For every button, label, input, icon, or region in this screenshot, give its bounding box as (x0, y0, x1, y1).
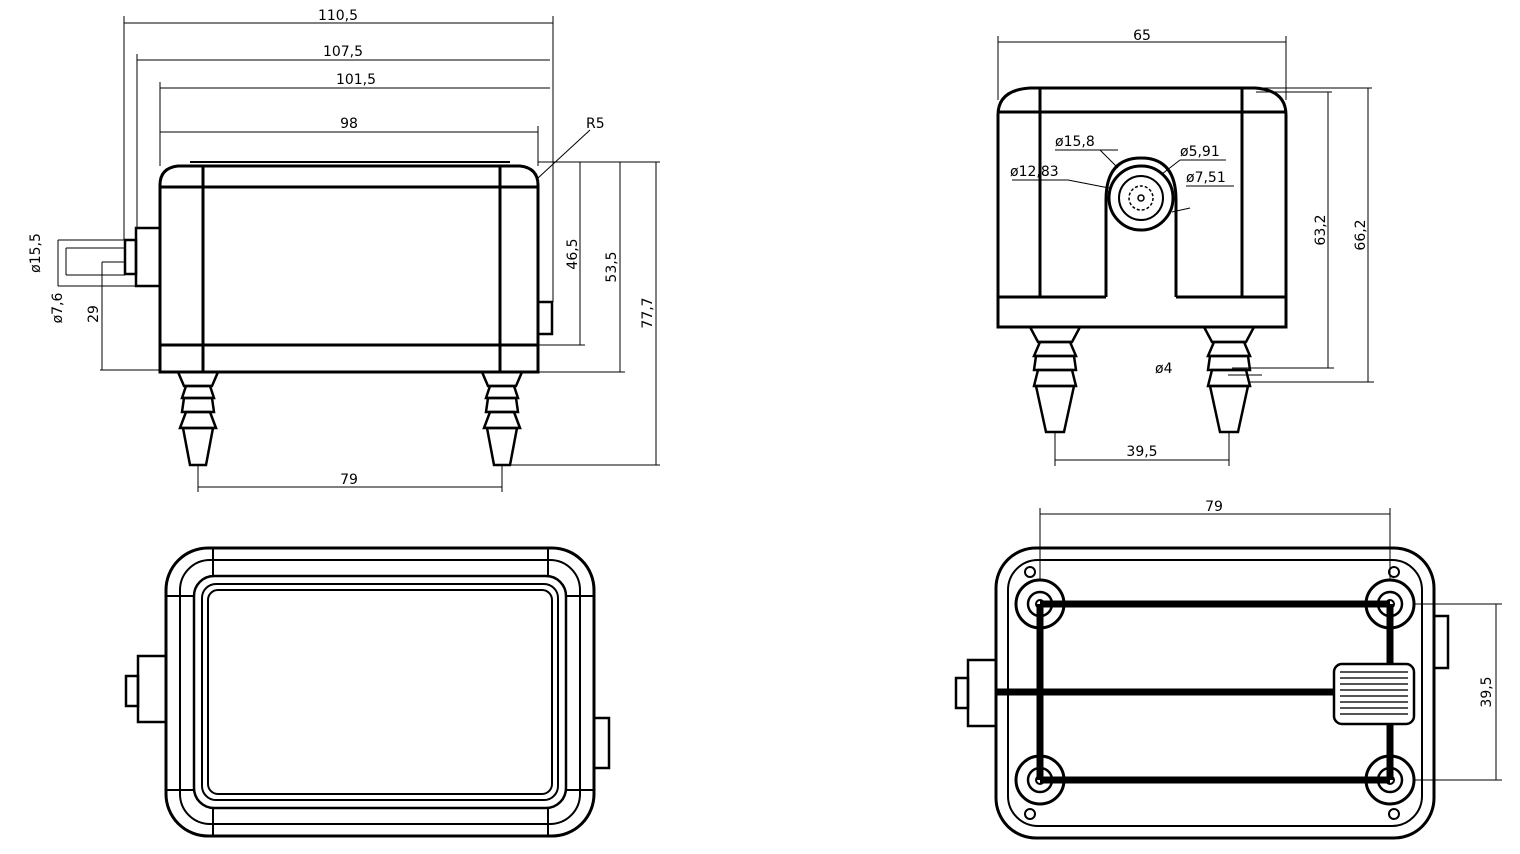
dim-side-dia-c: ø12,83 (1010, 164, 1059, 180)
dim-height-with-base: 53,5 (604, 251, 620, 282)
top-view (124, 546, 611, 838)
dim-side-height-body: 63,2 (1313, 214, 1329, 245)
front-view-body (158, 161, 540, 374)
dim-corner-radius: R5 (586, 116, 605, 132)
bottom-view-ribs (996, 600, 1394, 784)
front-view-legs (176, 370, 524, 467)
dim-bottom-height-spacing: 39,5 (1479, 676, 1495, 707)
side-view: 65 63,2 66,2 ø15,8 ø5,91 ø12,83 ø7,51 ø4… (996, 28, 1374, 466)
bottom-view: 79 39,5 (954, 499, 1502, 840)
front-view-dimension-lines (57, 16, 660, 492)
dim-body-length: 98 (340, 116, 358, 132)
dim-side-dia-b: ø5,91 (1180, 144, 1220, 160)
bottom-view-label-plate (1332, 662, 1416, 726)
dim-overall-length: 110,5 (318, 8, 358, 24)
dim-side-dia-a: ø15,8 (1055, 134, 1095, 150)
dim-connector-dia-inner: ø7,6 (50, 292, 66, 323)
side-view-nozzle (1107, 164, 1175, 232)
front-view: 110,5 107,5 101,5 98 R5 46,5 53,5 77,7 ø… (28, 8, 660, 492)
dim-side-leg-spacing: 39,5 (1126, 444, 1157, 460)
dim-height-body: 46,5 (565, 238, 581, 269)
front-view-right-nub (536, 300, 554, 336)
dim-side-overall-height: 66,2 (1353, 219, 1369, 250)
dim-length-with-connector: 107,5 (323, 44, 363, 60)
dim-connector-height: 29 (86, 305, 102, 323)
front-view-left-connector (123, 226, 162, 288)
dim-leg-spacing: 79 (340, 472, 358, 488)
dim-connector-dia-outer: ø15,5 (28, 233, 44, 273)
side-view-legs (1027, 325, 1257, 434)
dim-side-dia-d: ø7,51 (1186, 170, 1226, 186)
dim-body-length-with-cap: 101,5 (336, 72, 376, 88)
dim-side-width: 65 (1133, 28, 1151, 44)
dim-side-leg-dia: ø4 (1155, 361, 1173, 377)
bottom-view-dimension-lines (1039, 508, 1502, 781)
dim-bottom-width-spacing: 79 (1205, 499, 1223, 515)
side-view-dimension-lines (997, 36, 1374, 466)
side-view-body (996, 86, 1288, 329)
dim-overall-height: 77,7 (640, 297, 656, 328)
